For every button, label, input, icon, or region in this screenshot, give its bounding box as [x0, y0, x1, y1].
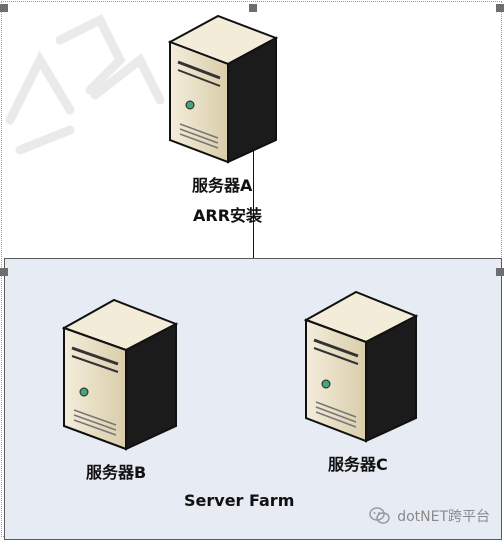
- server-c-label: 服务器C: [328, 455, 388, 474]
- server-b-icon[interactable]: [62, 296, 178, 451]
- connector-line: [253, 140, 254, 258]
- server-farm-title: Server Farm: [184, 491, 295, 510]
- selection-handle[interactable]: [249, 4, 257, 12]
- selection-handle[interactable]: [0, 4, 8, 12]
- selection-handle[interactable]: [496, 4, 504, 12]
- server-a-label: 服务器A: [192, 176, 253, 195]
- selection-handle[interactable]: [496, 268, 504, 276]
- footer-tag: dotNET跨平台: [369, 506, 490, 526]
- server-b-label: 服务器B: [86, 463, 147, 482]
- wechat-icon: [369, 507, 390, 524]
- server-c-icon[interactable]: [304, 288, 418, 443]
- watermark-graphic: [5, 13, 165, 155]
- selection-handle[interactable]: [0, 268, 8, 276]
- footer-text: dotNET跨平台: [397, 509, 490, 525]
- server-a-role-label: ARR安装: [193, 206, 263, 225]
- server-a-icon[interactable]: [168, 12, 278, 164]
